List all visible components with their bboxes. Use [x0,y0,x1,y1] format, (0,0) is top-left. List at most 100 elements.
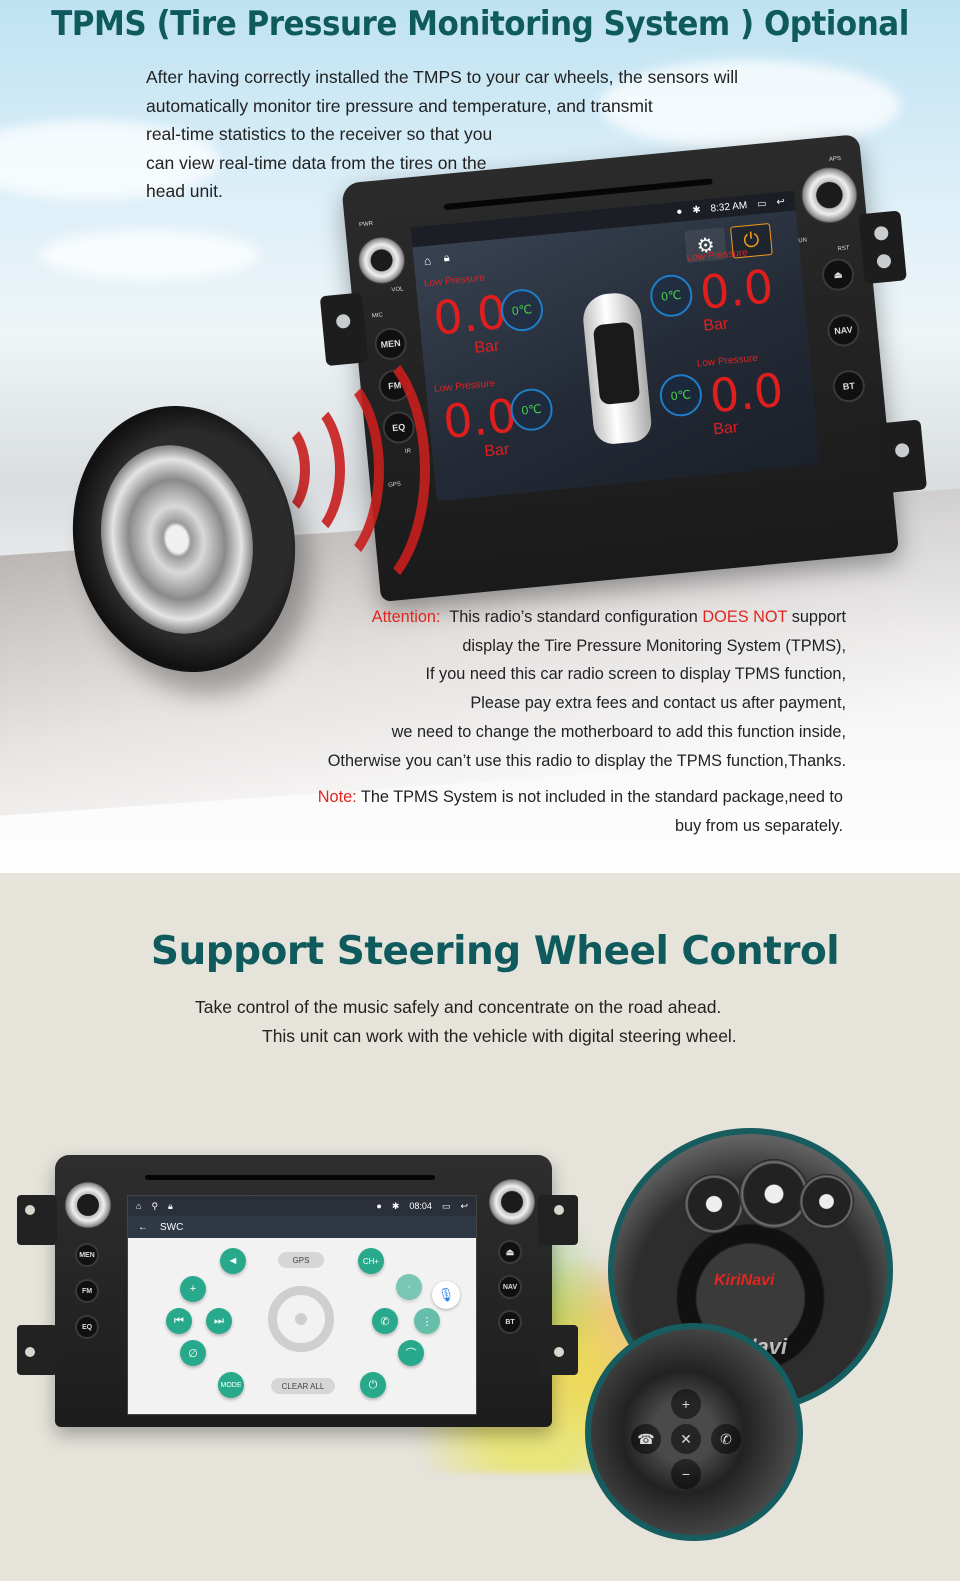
pressure-value: 0.0 [430,284,509,346]
eject-button[interactable]: ⏏ [498,1240,522,1264]
note-text: buy from us separately. [674,816,843,835]
men-button[interactable]: MEN [75,1243,99,1267]
attention-text: support [791,608,846,626]
power-button[interactable]: ⏻ [360,1372,386,1398]
nav-button[interactable]: NAV [825,312,861,348]
tpms-section: TPMS (Tire Pressure Monitoring System ) … [0,0,960,880]
swc-header-title: SWC [160,1221,184,1233]
location-icon: ● [376,1201,382,1211]
volume-knob[interactable] [63,1180,113,1230]
mount-bracket [858,210,907,285]
eq-button[interactable]: EQ [75,1315,99,1339]
hang-up-icon: ☎ [637,1430,655,1447]
gps-button[interactable]: GPS [278,1252,324,1268]
search-icon[interactable]: ⚲ [151,1200,159,1211]
brand-logo: KiriNavi [714,1272,775,1289]
cloud-decoration [0,120,220,200]
channel-down-button[interactable]: · [396,1274,422,1300]
mode-button[interactable]: MODE [218,1372,244,1398]
sw-answer: ✆ [711,1424,741,1454]
attention-line: Please pay extra fees and contact us aft… [470,694,846,713]
swc-section: Support Steering Wheel Control Take cont… [0,873,960,1581]
bt-button[interactable]: BT [498,1310,522,1334]
note-prefix: Note: [317,788,357,806]
swc-title: Support Steering Wheel Control [150,929,840,974]
attention-line: we need to change the motherboard to add… [391,722,846,741]
prev-button[interactable]: ⏮ [166,1308,192,1334]
mute-icon: ∅ [188,1347,198,1360]
aps-label: APS [828,155,842,163]
hang-up-button[interactable]: ⌒ [398,1340,424,1366]
pressure-unit: Bar [473,337,501,357]
tune-knob[interactable] [487,1177,537,1227]
attention-text: This radio’s standard configuration [449,608,698,626]
recents-icon[interactable]: ▭ [756,197,768,210]
attention-line: Otherwise you can’t use this radio to di… [327,751,846,770]
answer-call-button[interactable]: ✆ [372,1308,398,1334]
mount-bracket [17,1325,57,1375]
next-icon: ⏭ [214,1314,224,1327]
back-icon[interactable]: ↩ [775,195,786,208]
tpms-title: TPMS (Tire Pressure Monitoring System ) … [51,4,909,44]
next-button[interactable]: ⏭ [206,1308,232,1334]
channel-up-button[interactable]: CH+ [358,1248,384,1274]
mic-label: MIC [371,312,384,320]
note-notice: Note: The TPMS System is not included in… [318,783,843,840]
sw-volume-down: − [671,1459,701,1489]
pressure-value: 0.0 [697,259,776,320]
intro-line: automatically monitor tire pressure and … [146,95,653,116]
pwr-label: PWR [358,221,374,229]
hang-up-icon: ⌒ [405,1348,417,1360]
eject-button[interactable]: ⏏ [820,257,856,293]
mount-bracket [17,1195,57,1245]
bt-button[interactable]: BT [831,368,867,404]
cloud-decoration [40,230,260,280]
clear-all-button[interactable]: CLEAR ALL [271,1378,335,1394]
bluetooth-icon: ✱ [691,204,702,216]
phone-icon: ✆ [720,1430,732,1447]
tune-knob[interactable] [796,162,863,228]
eject-icon: ⏏ [833,268,843,280]
volume-knob[interactable] [354,233,409,288]
nav-button[interactable]: NAV [498,1275,522,1299]
intro-line: After having correctly installed the TMP… [146,67,739,87]
lock-icon: 🔒︎ [168,1200,173,1211]
lock-icon: 🔒︎ [443,251,451,265]
volume-up-button[interactable]: + [180,1276,206,1302]
status-time: 8:32 AM [710,199,748,215]
attention-emphasis: DOES NOT [702,608,788,626]
tpms-intro: After having correctly installed the TMP… [146,63,738,206]
sw-mute: ✕ [671,1424,701,1454]
volume-icon: ◄ [227,1255,239,1267]
attention-prefix: Attention: [371,608,441,626]
status-time: 08:04 [409,1201,432,1211]
power-icon: ⏻ [368,1378,378,1391]
back-icon[interactable]: ↩ [460,1200,468,1211]
fm-button[interactable]: FM [75,1279,99,1303]
mount-bracket [878,419,928,494]
steering-wheel-icon [268,1286,334,1352]
temperature-gauge: 0℃ [657,372,704,419]
voice-button[interactable]: ⋮ [414,1308,440,1334]
temperature-gauge: 0℃ [648,272,695,319]
home-icon[interactable]: ⌂ [423,253,432,269]
back-arrow-icon[interactable]: ← [138,1221,148,1233]
mount-bracket [538,1195,578,1245]
attention-line: If you need this car radio screen to dis… [425,665,846,684]
mount-bracket [538,1325,578,1375]
swc-head-unit: MEN FM EQ ⏏ NAV BT ⌂ ⚲ 🔒︎ ● ✱ 08:04 ▭ ↩ … [17,1155,578,1427]
tpms-screen: ● ✱ 8:32 AM ▭ ↩ ⌂ 🔒︎ ⚙ ⏻ Low Pressure 0.… [410,190,821,502]
recents-icon[interactable]: ▭ [441,1200,451,1211]
location-icon: ● [675,205,683,218]
voice-input-button[interactable]: 🎙︎ [432,1281,460,1309]
mute-button[interactable]: ∅ [180,1340,206,1366]
eject-icon: ⏏ [505,1246,515,1257]
cd-slot [145,1175,435,1180]
attention-line: display the Tire Pressure Monitoring Sys… [462,636,846,655]
volume-down-button[interactable]: ◄ [220,1248,246,1274]
attention-notice: Attention: This radio’s standard configu… [328,603,846,775]
home-icon[interactable]: ⌂ [136,1201,142,1211]
wheel-rim [83,430,271,648]
dashboard-gauge [684,1174,744,1234]
swc-header: ← SWC [128,1216,476,1238]
